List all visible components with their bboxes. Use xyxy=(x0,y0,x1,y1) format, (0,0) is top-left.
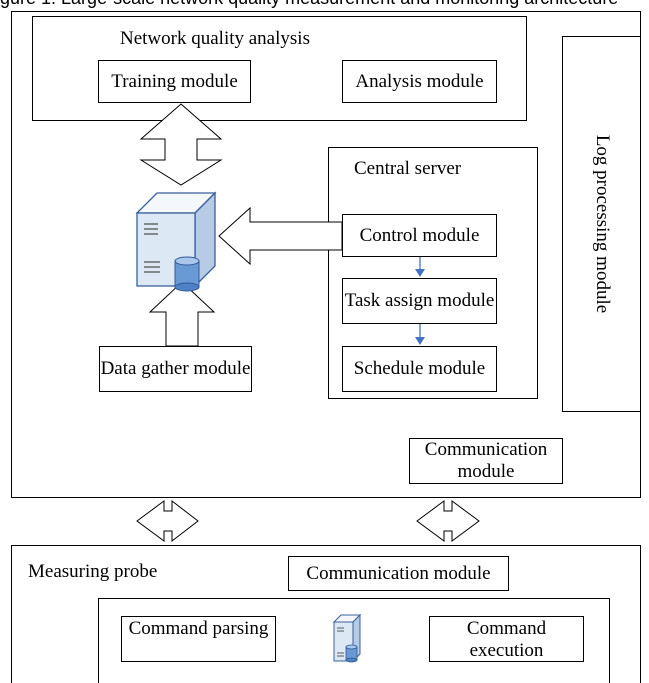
central-server-title: Central server xyxy=(354,158,462,179)
control-module: Control module xyxy=(342,214,497,257)
arrow-gather-to-server xyxy=(148,281,216,347)
double-arrow-analysis-server xyxy=(139,103,223,186)
data-gather-module: Data gather module xyxy=(99,346,252,392)
measuring-probe-title: Measuring probe xyxy=(28,561,158,582)
log-processing-box xyxy=(562,36,641,412)
arrow-control-to-server xyxy=(218,206,343,266)
figure-caption: igure 1. Large-scale network quality mea… xyxy=(0,0,618,9)
flow-arrow-task-schedule xyxy=(415,337,425,345)
task-assign-module: Task assign module xyxy=(342,278,497,324)
schedule-module: Schedule module xyxy=(342,346,497,392)
command-execution: Command execution xyxy=(429,616,584,662)
probe-server-icon xyxy=(332,613,362,663)
server-database-icon xyxy=(135,191,217,292)
flow-arrow-control-task xyxy=(415,269,425,277)
network-quality-analysis-title: Network quality analysis xyxy=(120,28,310,49)
communication-module-top: Communication module xyxy=(409,438,563,484)
analysis-module: Analysis module xyxy=(342,60,497,103)
training-module: Training module xyxy=(98,60,251,103)
double-arrow-left xyxy=(136,499,199,543)
command-parsing: Command parsing xyxy=(121,616,276,662)
double-arrow-right xyxy=(416,500,480,542)
communication-module-probe: Communication module xyxy=(288,556,509,591)
